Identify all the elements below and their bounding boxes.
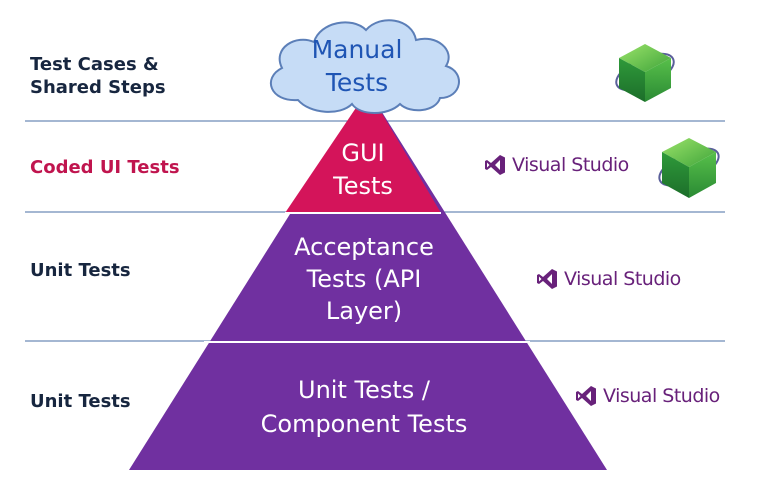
visual-studio-logo: Visual Studio — [536, 268, 681, 290]
visual-studio-icon — [485, 155, 505, 175]
acceptance-line3: Layer) — [326, 297, 402, 325]
unit-tests-line2: Component Tests — [261, 410, 468, 438]
acceptance-line2: Tests (API — [306, 265, 422, 293]
unit-tests-line1: Unit Tests / — [298, 376, 431, 404]
visual-studio-icon — [576, 386, 596, 406]
visual-studio-logo: Visual Studio — [575, 385, 720, 407]
visual-studio-label: Visual Studio — [564, 268, 681, 290]
gui-tests-line1: GUI — [341, 139, 384, 167]
row-label-manual: Test Cases & Shared Steps — [30, 54, 166, 98]
green-cube-icon — [658, 138, 720, 198]
acceptance-line1: Acceptance — [294, 233, 434, 261]
row-label-coded-ui: Coded UI Tests — [30, 157, 180, 178]
gui-tier — [285, 90, 441, 213]
cloud-text-line2: Tests — [325, 68, 388, 97]
visual-studio-icon — [537, 269, 557, 289]
cloud-text-line1: Manual — [312, 35, 403, 64]
visual-studio-label: Visual Studio — [603, 385, 720, 407]
gui-tests-line2: Tests — [332, 172, 393, 200]
green-cube-icon — [615, 44, 675, 102]
row-label-unit: Unit Tests — [30, 391, 131, 412]
visual-studio-logo: Visual Studio — [484, 154, 629, 176]
visual-studio-label: Visual Studio — [512, 154, 629, 176]
pyramid-base — [129, 90, 607, 470]
manual-tests-cloud: Manual Tests — [270, 19, 460, 114]
row-label-acceptance: Unit Tests — [30, 260, 131, 281]
